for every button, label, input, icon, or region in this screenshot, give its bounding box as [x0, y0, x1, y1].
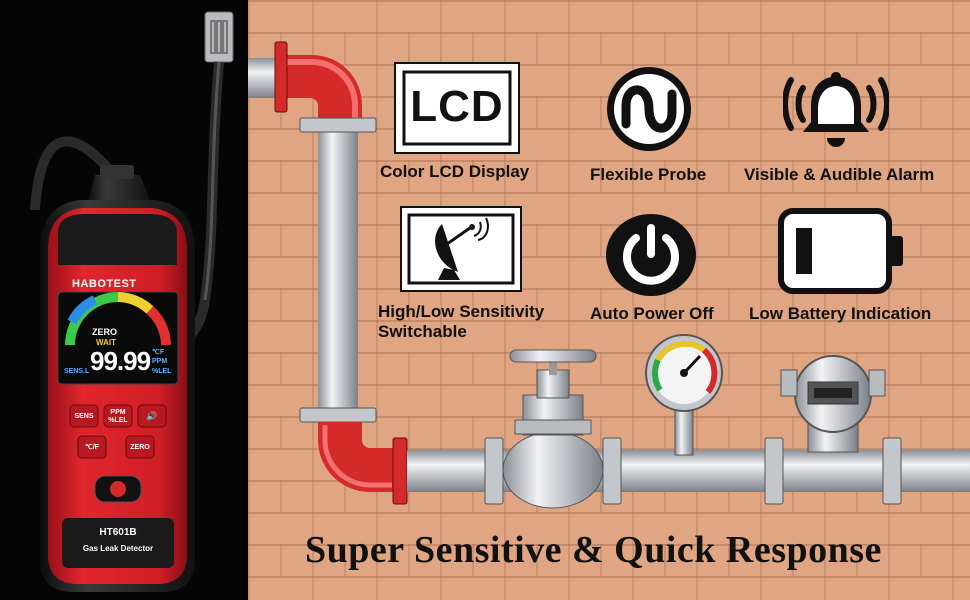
lcd-unit-lel: %LEL: [152, 368, 172, 375]
zero-button: ZERO: [130, 444, 150, 451]
lcd-icon-text: LCD: [410, 82, 504, 131]
feature-label-sensitivity: High/Low Sensitivity Switchable: [378, 302, 545, 341]
sound-button: 🔊: [146, 411, 158, 421]
lcd-icon: LCD: [394, 62, 520, 154]
feature-label-probe: Flexible Probe: [590, 165, 707, 184]
lcd-unit-temp: ℃F: [152, 349, 165, 356]
device-brand: HABOTEST: [72, 278, 137, 290]
lcd-sens: SENS.L: [64, 368, 90, 375]
device-model: HT601B: [99, 527, 137, 538]
lcd-unit-ppm: PPM: [152, 358, 168, 365]
feature-label-lcd: Color LCD Display: [380, 162, 530, 181]
satellite-dish-icon: [400, 206, 522, 292]
battery-icon: [778, 208, 908, 294]
temp-unit-button: ℃/F: [84, 444, 100, 451]
lcd-zero: ZERO: [92, 327, 118, 337]
lcd-reading: 99.99: [90, 346, 151, 376]
bell-icon: [783, 66, 889, 152]
ppm-lel-button: PPM %LEL: [108, 409, 128, 424]
tagline: Super Sensitive & Quick Response: [305, 529, 882, 571]
sens-button: SENS: [74, 413, 94, 420]
feature-label-battery: Low Battery Indication: [749, 304, 932, 323]
device-name: Gas Leak Detector: [82, 544, 154, 553]
lcd-wait: WAIT: [96, 338, 116, 347]
probe-icon: [604, 64, 694, 154]
feature-label-power: Auto Power Off: [590, 304, 714, 323]
power-icon: [604, 212, 698, 298]
feature-label-alarm: Visible & Audible Alarm: [744, 165, 935, 184]
